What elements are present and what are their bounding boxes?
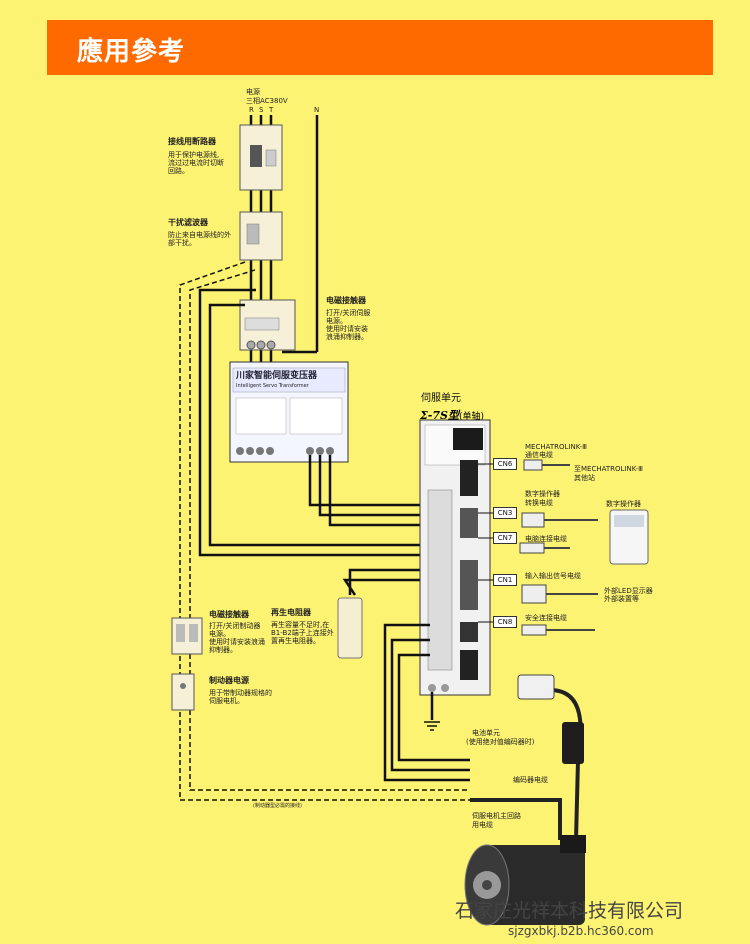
regen-resistor-desc-1: 再生容量不足时,在 bbox=[271, 621, 330, 629]
brake-power-device bbox=[171, 673, 195, 711]
mechatrolink-cable-device bbox=[523, 459, 570, 471]
motor-cable-label-1: 伺服电机主回路 bbox=[472, 812, 521, 820]
noise-filter-desc-1: 防止来自电源线的外 bbox=[168, 231, 231, 239]
servo-unit-model: Σ-7S型 bbox=[420, 409, 459, 422]
safety-cable-label: 安全连接电缆 bbox=[525, 614, 567, 622]
noise-filter-desc-2: 部干扰。 bbox=[168, 239, 196, 247]
io-cable-device bbox=[521, 584, 598, 604]
motor-wires bbox=[383, 623, 470, 782]
power-t-label: T bbox=[269, 106, 274, 114]
power-n-label: N bbox=[314, 106, 320, 114]
power-label: 电源 bbox=[246, 88, 260, 96]
safety-cable-device bbox=[521, 624, 595, 636]
brake-dashed-wires bbox=[179, 261, 475, 801]
digital-operator-label: 数字操作器 bbox=[606, 500, 641, 508]
brake-contactor-desc-4: 抑制器。 bbox=[209, 646, 237, 654]
io-external-label-2: 外部装置等 bbox=[604, 595, 639, 603]
breaker-desc-1: 用于保护电源线, bbox=[168, 151, 220, 159]
encoder-cable-label: 编码器电缆 bbox=[513, 776, 548, 784]
noise-filter-device bbox=[239, 211, 283, 261]
connector-cn7: CN7 bbox=[493, 532, 517, 544]
motor-cable-label-2: 用电缆 bbox=[472, 821, 493, 829]
header-bar: 應用參考 bbox=[47, 20, 713, 75]
mechatrolink-to-label-2: 其他站 bbox=[574, 474, 595, 482]
page-title: 應用參考 bbox=[77, 37, 186, 67]
regen-resistor-title: 再生电阻器 bbox=[271, 608, 311, 617]
pc-cable-label: 电脑连接电缆 bbox=[525, 535, 567, 543]
transformer-output-wires bbox=[308, 455, 430, 527]
connector-cn8: CN8 bbox=[493, 616, 517, 628]
contactor-desc-1: 打开/关闭伺服 bbox=[326, 309, 371, 317]
connector-cn3: CN3 bbox=[493, 507, 517, 519]
operator-cable-label-1: 数字操作器 bbox=[525, 490, 560, 498]
contactor-title: 电磁接触器 bbox=[326, 296, 366, 305]
servo-motor-device bbox=[464, 835, 586, 926]
breaker-desc-3: 回路。 bbox=[168, 167, 189, 175]
servo-unit-model-line: Σ-7S型(单轴) bbox=[420, 404, 484, 423]
breaker-desc-2: 流过过电流时切断 bbox=[168, 159, 224, 167]
regen-resistor-device bbox=[337, 597, 363, 659]
ground-symbol bbox=[424, 721, 440, 731]
watermark-url: sjzgxbkj.b2b.hc360.com bbox=[508, 924, 654, 938]
pc-cable-device bbox=[519, 542, 570, 554]
power-phase-label: 三相AC380V bbox=[246, 97, 288, 105]
brake-contactor-title: 电磁接触器 bbox=[209, 610, 249, 619]
brake-contactor-desc-1: 打开/关闭制动器 bbox=[209, 622, 261, 630]
regen-resistor-desc-3: 置再生电阻器。 bbox=[271, 637, 320, 645]
brake-contactor-desc-3: 使用时请安装浪涌 bbox=[209, 638, 265, 646]
transformer-title: 川家智能伺服变压器 bbox=[236, 371, 318, 381]
mechatrolink-cable-label-1: MECHATROLINK-Ⅲ bbox=[525, 443, 587, 451]
servo-unit-device bbox=[419, 419, 491, 696]
brake-power-desc-1: 用于带制动器规格的 bbox=[209, 689, 272, 697]
watermark-company: 石家庄光祥本科技有限公司 bbox=[455, 900, 684, 922]
mechatrolink-cable-label-2: 通信电缆 bbox=[525, 451, 553, 459]
noise-filter-title: 干扰滤波器 bbox=[168, 218, 208, 227]
power-r-label: R bbox=[249, 106, 254, 114]
mechatrolink-to-label-1: 至MECHATROLINK-Ⅲ bbox=[574, 465, 643, 473]
contactor-desc-3: 使用时请安装 bbox=[326, 325, 368, 333]
operator-cable-label-2: 转换电缆 bbox=[525, 499, 553, 507]
brake-power-desc-2: 伺服电机。 bbox=[209, 697, 244, 705]
contactor-desc-4: 浪涌抑制器。 bbox=[326, 333, 368, 341]
battery-unit-desc: (使用绝对值编码器时) bbox=[466, 738, 535, 746]
brake-contactor-desc-2: 电源。 bbox=[209, 630, 230, 638]
connector-cn6: CN6 bbox=[493, 458, 517, 470]
transformer-subtitle: Intelligent Servo Transformer bbox=[236, 383, 309, 389]
io-external-label-1: 外部LED显示器 bbox=[604, 587, 653, 595]
connector-cn1: CN1 bbox=[493, 574, 517, 586]
transformer-device bbox=[229, 361, 349, 463]
io-cable-label: 输入输出信号电缆 bbox=[525, 572, 581, 580]
control-power-wires bbox=[198, 288, 430, 557]
regen-resistor-desc-2: B1-B2端子上连接外 bbox=[271, 629, 334, 637]
operator-cable-device bbox=[521, 512, 598, 528]
servo-unit-title: 伺服单元 bbox=[421, 393, 461, 404]
breaker-title: 接线用断路器 bbox=[168, 137, 216, 146]
servo-unit-model-suffix: (单轴) bbox=[458, 412, 484, 422]
contactor-desc-2: 电源。 bbox=[326, 317, 347, 325]
battery-unit-device bbox=[562, 722, 584, 764]
regen-wires bbox=[342, 568, 430, 596]
connector-leader-lines bbox=[478, 463, 493, 623]
contactor-device bbox=[239, 299, 296, 351]
battery-unit-title: 电池单元 bbox=[472, 729, 500, 737]
power-s-label: S bbox=[259, 106, 264, 114]
encoder-connector-device bbox=[517, 674, 555, 700]
brake-power-title: 制动器电源 bbox=[209, 676, 249, 685]
breaker-device bbox=[239, 124, 283, 191]
brake-wiring-note: (制动器型必需的接线) bbox=[253, 803, 302, 809]
brake-contactor-device bbox=[171, 617, 203, 655]
